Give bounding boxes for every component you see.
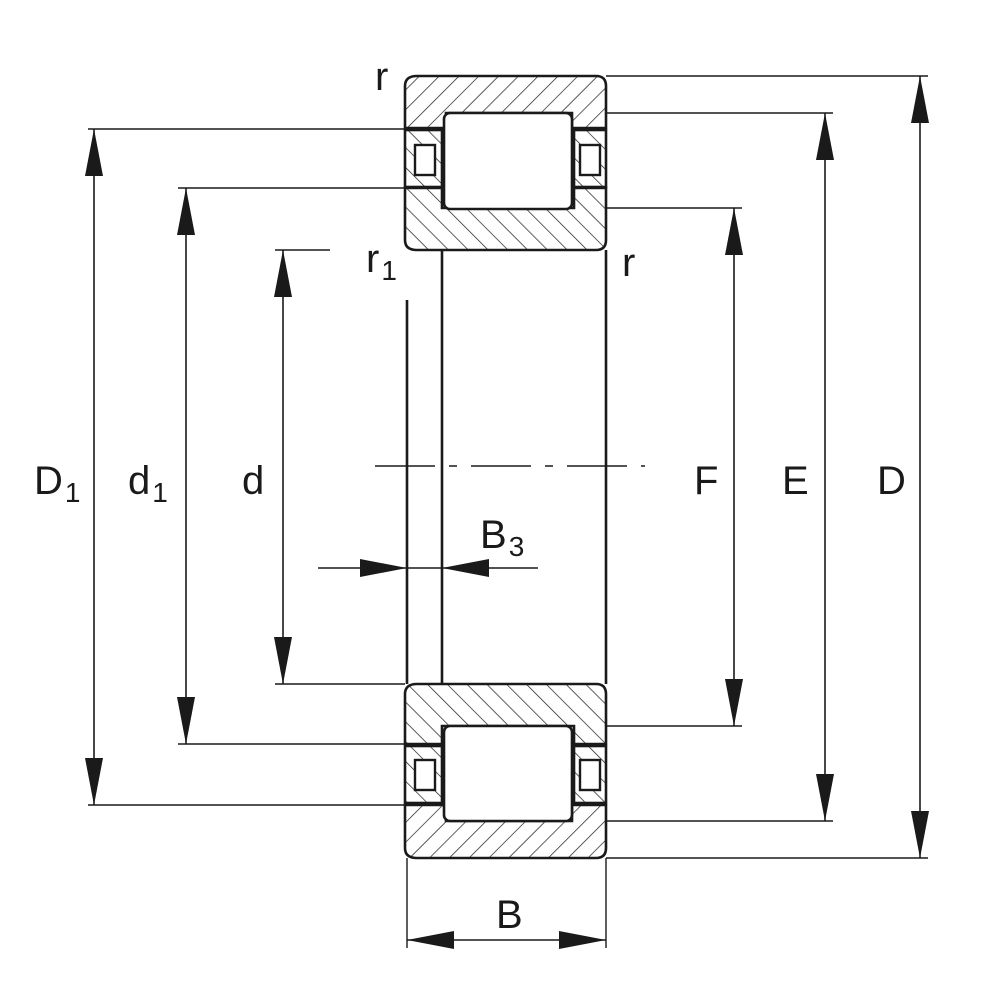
extension-lines <box>88 75 928 948</box>
label-r-top: r <box>375 55 388 99</box>
label-F: F <box>694 459 718 503</box>
inner-ring-bottom <box>403 682 608 746</box>
dimension-d <box>274 250 292 684</box>
label-r-right: r <box>622 241 635 285</box>
inner-ring-top <box>403 186 608 252</box>
dimension-B3 <box>318 559 538 577</box>
label-d1: d1 <box>128 459 168 508</box>
cage-window-right-top <box>578 143 602 177</box>
label-B: B <box>496 893 523 937</box>
dimension-D1 <box>85 129 103 805</box>
roller-top <box>442 111 574 211</box>
outer-ring-top <box>403 74 608 130</box>
label-E: E <box>782 459 809 503</box>
dimension-d1 <box>177 188 195 744</box>
cage-window-left-bottom <box>413 758 437 792</box>
label-d: d <box>242 459 264 503</box>
cage-window-right-bottom <box>578 758 602 792</box>
label-D1: D1 <box>34 459 80 508</box>
outer-ring-bottom <box>403 803 608 860</box>
label-D: D <box>877 459 906 503</box>
lower-section <box>403 682 608 860</box>
dimension-D <box>911 76 929 858</box>
dimension-E <box>816 113 834 821</box>
roller-bottom <box>442 724 574 823</box>
label-r1: r1 <box>366 237 397 286</box>
cage-window-left-top <box>413 143 437 177</box>
dimension-F <box>725 208 743 726</box>
dimension-B <box>407 931 606 949</box>
upper-section <box>403 74 608 252</box>
label-B3: B3 <box>480 513 524 562</box>
